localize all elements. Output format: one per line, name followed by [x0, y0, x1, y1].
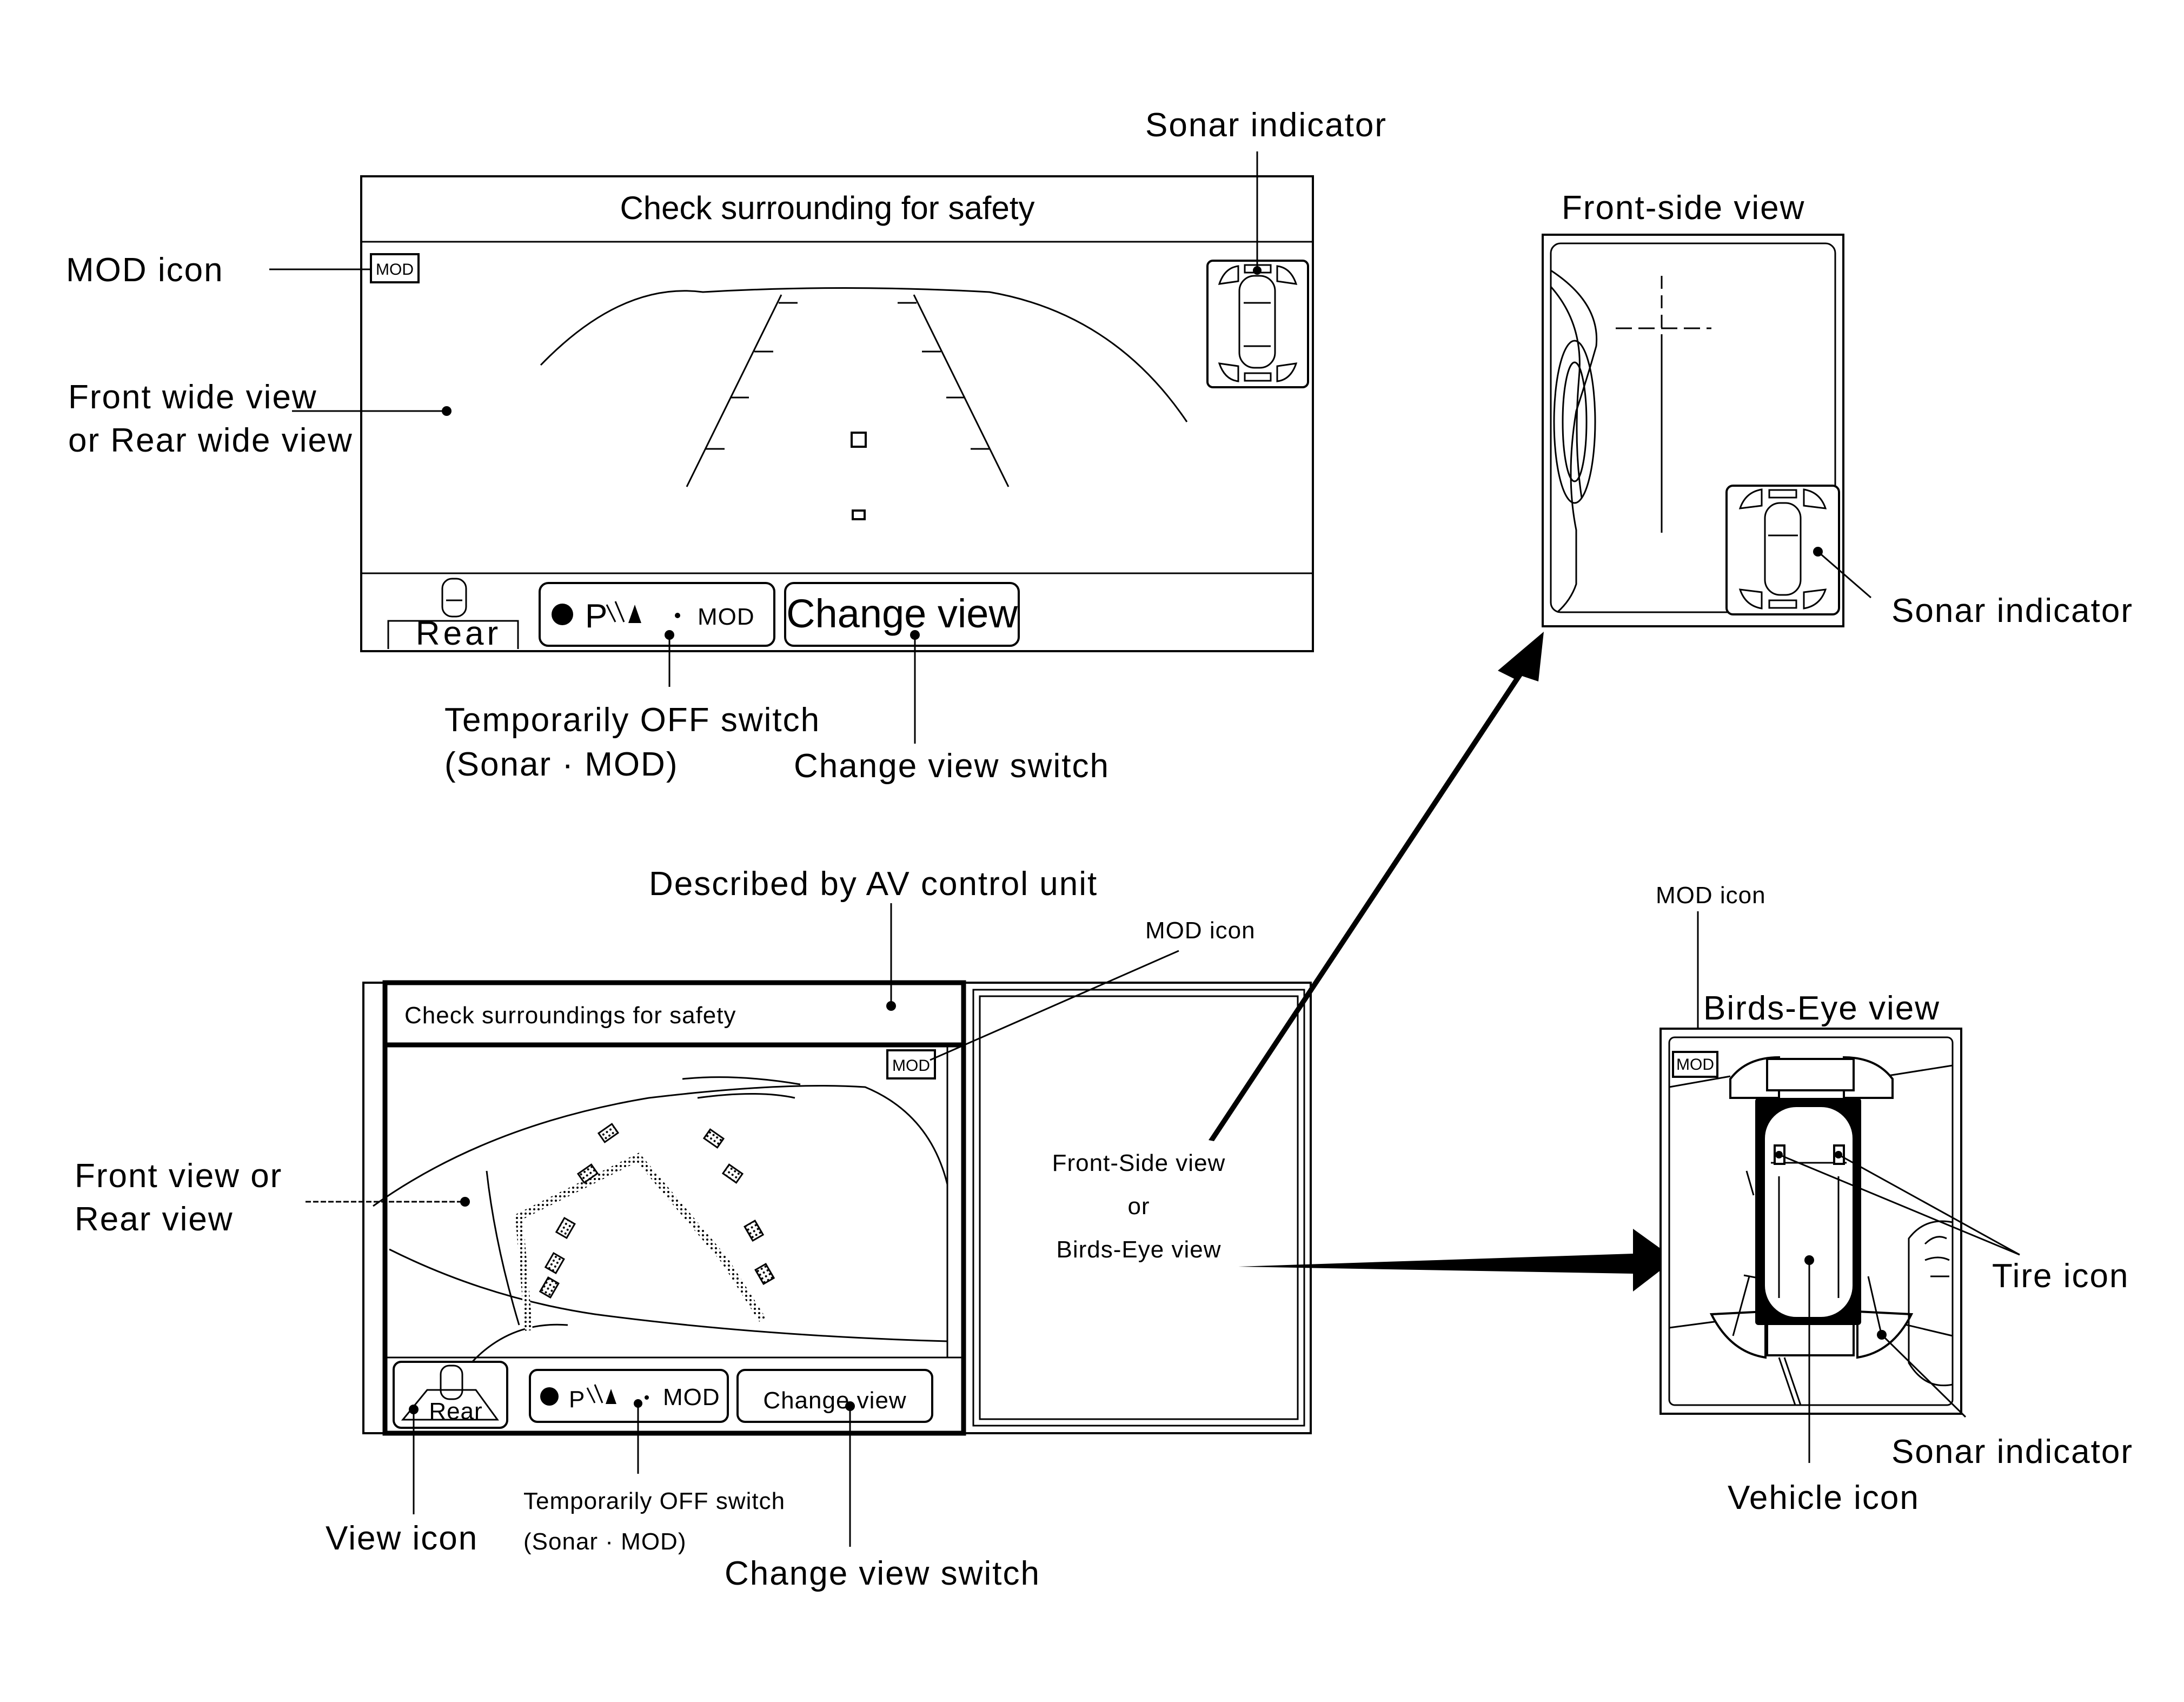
bottom-change-view-button[interactable]: Change view — [736, 1369, 933, 1423]
svg-text:P: P — [585, 598, 607, 635]
callout-front-view-2: Rear view — [75, 1201, 234, 1238]
svg-text:MOD: MOD — [892, 1057, 930, 1075]
right-panel-line1: Front-Side view — [1052, 1150, 1226, 1176]
top-temp-off-switch[interactable]: P MOD — [539, 582, 775, 647]
callout-tire-icon: Tire icon — [1992, 1257, 2129, 1295]
top-screen-frame — [360, 175, 1314, 652]
callout-sonar-indicator-be: Sonar indicator — [1891, 1433, 2133, 1471]
callout-mod-icon-be: MOD icon — [1656, 882, 1766, 909]
birds-eye-view: MOD icon Birds-Eye view MOD — [1656, 882, 2133, 1516]
callout-view-icon: View icon — [326, 1520, 478, 1557]
bottom-view-icon[interactable]: Rear — [393, 1361, 508, 1429]
callout-sonar-indicator-fs: Sonar indicator — [1891, 592, 2133, 630]
vehicle-icon — [1755, 1098, 1861, 1325]
svg-text:Change view: Change view — [763, 1387, 906, 1414]
callout-temp-off-bottom-2: (Sonar · MOD) — [523, 1528, 686, 1555]
callout-front-wide-1: Front wide view — [68, 379, 317, 416]
top-mod-badge: MOD — [370, 253, 420, 283]
callout-mod-icon-top: MOD icon — [66, 251, 224, 289]
birds-eye-title: Birds-Eye view — [1703, 990, 1940, 1027]
callout-vehicle-icon: Vehicle icon — [1728, 1479, 1920, 1516]
right-panel-line2: or — [1127, 1193, 1150, 1220]
right-panel-line3: Birds-Eye view — [1057, 1236, 1222, 1263]
callout-temp-off-top-2: (Sonar · MOD) — [444, 746, 678, 783]
callout-temp-off-bottom-1: Temporarily OFF switch — [523, 1488, 785, 1514]
callout-front-view-1: Front view or — [75, 1157, 282, 1195]
callout-temp-off-top-1: Temporarily OFF switch — [444, 701, 820, 739]
bottom-camera-view — [373, 1076, 948, 1385]
bottom-temp-off-switch[interactable]: P MOD — [529, 1369, 729, 1423]
top-view-icon-label: Rear — [416, 615, 501, 652]
be-mod-badge: MOD — [1672, 1051, 1718, 1078]
svg-text:MOD: MOD — [1676, 1056, 1714, 1074]
top-view-icon[interactable]: Rear — [387, 578, 519, 652]
bottom-right-panel: Front-Side view or Birds-Eye view — [972, 989, 1305, 1427]
sonar-car-icon — [1206, 260, 1309, 388]
callout-change-view-bottom: Change view switch — [725, 1555, 1040, 1592]
front-side-view: Front-side view Sonar indicator — [1542, 189, 2133, 630]
speaker-sound-icon — [606, 601, 641, 623]
callout-front-wide-2: or Rear wide view — [68, 422, 353, 459]
bottom-callouts: Described by AV control unit MOD icon Fr… — [75, 865, 1256, 1592]
bottom-screen: Check surroundings for safety MOD — [362, 980, 1312, 1436]
svg-text:MOD: MOD — [376, 261, 414, 279]
bottom-screen-title: Check surroundings for safety — [404, 1002, 736, 1029]
front-side-view-title: Front-side view — [1562, 189, 1805, 227]
top-change-view-button[interactable]: Change view — [784, 582, 1020, 647]
top-callouts: Sonar indicator MOD icon Front wide view… — [66, 107, 1387, 785]
svg-text:P: P — [569, 1386, 585, 1413]
svg-text:MOD: MOD — [698, 604, 755, 630]
fs-sonar-car-icon — [1725, 485, 1840, 615]
callout-sonar-indicator-top: Sonar indicator — [1145, 107, 1387, 144]
bottom-mod-badge: MOD — [886, 1049, 936, 1080]
svg-text:MOD: MOD — [663, 1384, 720, 1410]
bottom-view-icon-label: Rear — [429, 1398, 482, 1425]
top-screen-title: Check surrounding for safety — [620, 190, 1034, 226]
speaker-sound-icon-bottom — [586, 1384, 616, 1404]
callout-mod-icon-bottom: MOD icon — [1145, 917, 1256, 944]
top-screen: Check surrounding for safety MOD — [360, 175, 1314, 652]
svg-text:Change view: Change view — [786, 591, 1018, 636]
callout-described-by: Described by AV control unit — [649, 865, 1098, 903]
top-camera-view — [540, 287, 1188, 520]
arrows — [1209, 632, 1675, 1292]
callout-change-view-top: Change view switch — [794, 747, 1110, 785]
